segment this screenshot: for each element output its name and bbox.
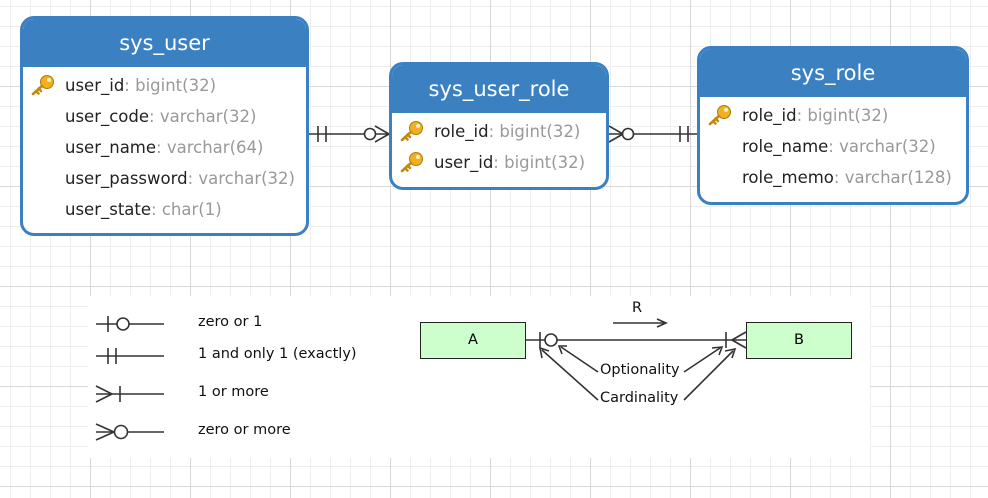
notation-legend: zero or 1 1 and only 1 (exactly) 1 or mo… bbox=[88, 296, 870, 458]
attribute-name: user_id bbox=[434, 153, 494, 172]
cardinality-label: Cardinality bbox=[600, 390, 679, 406]
attribute-row[interactable]: user_name: varchar(64) bbox=[23, 132, 306, 163]
attribute-row[interactable]: user_id: bigint(32) bbox=[392, 147, 606, 178]
attribute-name: user_password bbox=[65, 169, 188, 188]
attribute-type: : varchar(32) bbox=[828, 137, 936, 156]
relationship-arrow-icon bbox=[613, 318, 668, 328]
optionality-circle bbox=[363, 127, 377, 141]
legend-label: 1 and only 1 (exactly) bbox=[198, 346, 357, 362]
attribute-type: : varchar(128) bbox=[833, 168, 952, 187]
crowfoot-top bbox=[374, 125, 390, 135]
attribute-name: role_id bbox=[434, 122, 489, 141]
entity-sys-user-role[interactable]: sys_user_role role_id: bigint(32) user_i… bbox=[389, 62, 609, 190]
attribute-name: role_id bbox=[742, 106, 797, 125]
crowfoot-top bbox=[608, 125, 624, 135]
legend-label: 1 or more bbox=[198, 384, 269, 400]
cardinality-arrows bbox=[538, 346, 737, 401]
entity-title: sys_role bbox=[700, 49, 966, 97]
entity-sys-role[interactable]: sys_role role_id: bigint(32) role_name: … bbox=[697, 46, 969, 205]
primary-key-icon bbox=[31, 75, 54, 96]
attribute-type: : varchar(32) bbox=[187, 169, 295, 188]
optionality-label: Optionality bbox=[600, 362, 680, 378]
attribute-type: : bigint(32) bbox=[124, 76, 217, 95]
attribute-type: : varchar(32) bbox=[149, 107, 257, 126]
example-entity-b: B bbox=[746, 322, 852, 359]
attribute-name: role_name bbox=[742, 137, 829, 156]
primary-key-icon bbox=[400, 121, 423, 142]
legend-label: zero or more bbox=[198, 422, 291, 438]
entity-title: sys_user bbox=[23, 19, 306, 67]
attribute-type: : char(1) bbox=[151, 200, 222, 219]
attribute-name: user_name bbox=[65, 138, 157, 157]
optionality-arrows bbox=[557, 345, 724, 373]
legend-symbols bbox=[95, 316, 747, 441]
attribute-name: role_memo bbox=[742, 168, 834, 187]
entity-sys-user[interactable]: sys_user user_id: bigint(32) user_code: … bbox=[20, 16, 309, 236]
attribute-row[interactable]: user_state: char(1) bbox=[23, 194, 306, 225]
attribute-type: : bigint(32) bbox=[796, 106, 889, 125]
attribute-row[interactable]: role_memo: varchar(128) bbox=[700, 162, 966, 193]
one-and-only-one-icon bbox=[96, 348, 164, 364]
attribute-name: user_state bbox=[65, 200, 152, 219]
legend-label: zero or 1 bbox=[198, 314, 263, 330]
primary-key-icon bbox=[400, 152, 423, 173]
attribute-row[interactable]: user_code: varchar(32) bbox=[23, 101, 306, 132]
attribute-row[interactable]: user_id: bigint(32) bbox=[23, 70, 306, 101]
crowfoot-bottom bbox=[608, 133, 624, 143]
attribute-row[interactable]: role_id: bigint(32) bbox=[392, 116, 606, 147]
attribute-row[interactable]: role_name: varchar(32) bbox=[700, 131, 966, 162]
attribute-type: : varchar(64) bbox=[156, 138, 264, 157]
example-relationship-line bbox=[526, 331, 747, 349]
attribute-row[interactable]: role_id: bigint(32) bbox=[700, 100, 966, 131]
primary-key-icon bbox=[708, 105, 731, 126]
relationship-label: R bbox=[632, 300, 643, 316]
entity-title: sys_user_role bbox=[392, 65, 606, 113]
optionality-circle bbox=[621, 127, 635, 141]
attribute-type: : bigint(32) bbox=[493, 153, 586, 172]
example-entity-a: A bbox=[420, 322, 526, 359]
crowfoot-bottom bbox=[374, 133, 390, 143]
attribute-name: user_id bbox=[65, 76, 125, 95]
zero-or-one-icon bbox=[96, 316, 164, 332]
one-or-more-icon bbox=[95, 385, 164, 403]
attribute-name: user_code bbox=[65, 107, 150, 126]
zero-or-more-icon bbox=[95, 423, 164, 441]
attribute-type: : bigint(32) bbox=[488, 122, 581, 141]
attribute-row[interactable]: user_password: varchar(32) bbox=[23, 163, 306, 194]
